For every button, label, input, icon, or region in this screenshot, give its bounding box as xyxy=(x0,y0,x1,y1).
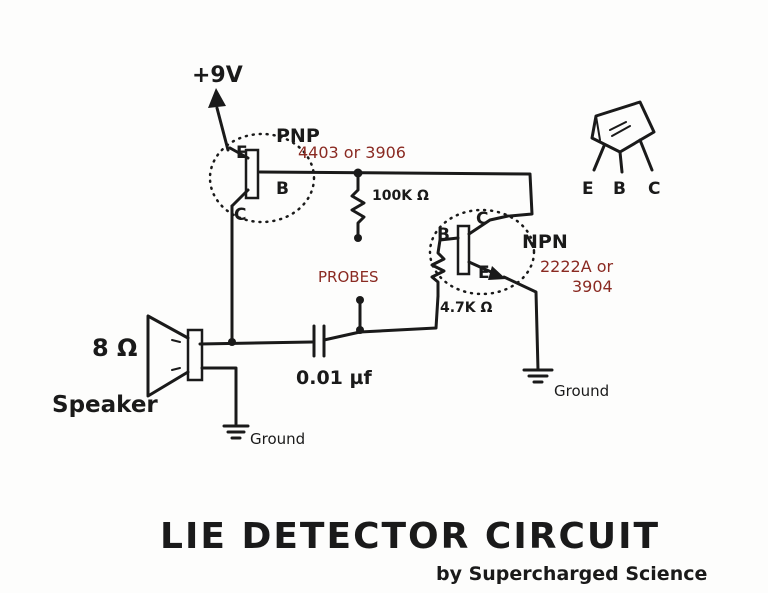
ground-symbol-right xyxy=(522,368,554,384)
resistor-100k xyxy=(350,171,366,242)
top-wire xyxy=(258,170,534,218)
capacitor-wire xyxy=(322,294,440,342)
npn-base-label: B xyxy=(437,225,450,245)
resistor-4-7k xyxy=(430,236,460,298)
ground-label-left: Ground xyxy=(250,430,305,448)
speaker xyxy=(146,314,204,398)
probe-contact xyxy=(356,296,364,334)
pnp-base-label: B xyxy=(276,179,289,199)
speaker-feed-wire xyxy=(198,340,314,346)
diagram-title: LIE DETECTOR CIRCUIT xyxy=(160,516,660,557)
probes-label: PROBES xyxy=(318,268,379,286)
resistor-100k-label: 100K Ω xyxy=(372,188,429,204)
npn-collector-label: C xyxy=(476,209,488,229)
npn-emitter-label: E xyxy=(478,263,490,283)
resistor-4-7k-label: 4.7K Ω xyxy=(440,300,493,316)
capacitor-label: 0.01 µf xyxy=(296,367,372,389)
transistor-pinout-sketch xyxy=(590,100,656,174)
ground-symbol-left xyxy=(222,424,250,440)
speaker-label: Speaker xyxy=(52,392,158,418)
pnp-collector-label: C xyxy=(234,205,246,225)
pinout-b-label: B xyxy=(613,179,626,199)
capacitor xyxy=(312,324,326,358)
npn-type-label: NPN xyxy=(522,231,568,253)
ground-label-right: Ground xyxy=(554,382,609,400)
supply-arrow xyxy=(208,88,230,152)
pnp-transistor xyxy=(208,132,316,224)
pnp-part-numbers: 4403 or 3906 xyxy=(298,143,406,162)
supply-label: +9V xyxy=(192,63,243,88)
pinout-e-label: E xyxy=(582,179,594,199)
speaker-impedance-label: 8 Ω xyxy=(92,334,137,362)
diagram-credit: by Supercharged Science xyxy=(436,563,707,585)
pinout-c-label: C xyxy=(648,179,660,199)
pnp-emitter-label: E xyxy=(236,143,248,163)
npn-part-numbers-line2: 3904 xyxy=(572,277,613,296)
speaker-ground-wire xyxy=(200,366,238,426)
npn-transistor xyxy=(428,208,540,372)
pnp-type-label: PNP xyxy=(276,125,320,147)
npn-part-numbers-line1: 2222A or xyxy=(540,257,614,276)
